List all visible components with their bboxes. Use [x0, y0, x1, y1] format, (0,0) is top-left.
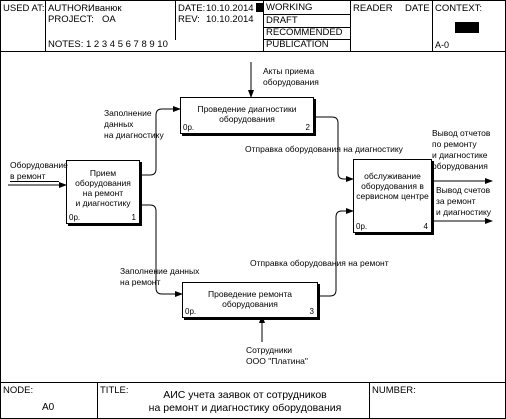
reader-label: READER — [353, 3, 393, 14]
label-fill-diag-2: данных — [104, 119, 134, 129]
label-staff-1: Сотрудники — [246, 345, 293, 355]
title-line2: на ремонт и диагностику оборудования — [148, 402, 342, 414]
activity-box-1[interactable]: Прием оборудования на ремонт и диагности… — [66, 160, 140, 224]
box1-line4: и диагностику — [75, 198, 131, 208]
date-value: 10.10.2014 — [206, 3, 254, 14]
label-out2-1: Вывод счетов — [436, 185, 491, 195]
arrow-send-diag — [312, 116, 354, 182]
label-send-repair: Отправка оборудования на ремонт — [250, 258, 389, 268]
status-publication: PUBLICATION — [266, 39, 329, 50]
box4-number: 4 — [423, 222, 428, 231]
author-label: AUTHOR: — [48, 3, 91, 14]
activity-box-4[interactable]: обслуживание оборудования в сервисном це… — [353, 159, 432, 233]
box1-number: 1 — [131, 213, 136, 222]
status-recommended: RECOMMENDED — [266, 27, 343, 38]
activity-box-2[interactable]: Проведение диагностики оборудования 0р. … — [180, 97, 314, 134]
box4-line1: обслуживание — [364, 171, 421, 181]
node-value: A0 — [42, 402, 55, 413]
label-out1-3: и диагностике — [432, 150, 488, 160]
title-label: TITLE: — [100, 385, 129, 396]
label-staff-2: ООО "Платина" — [246, 356, 308, 366]
label-out2-3: и диагностику — [436, 207, 492, 217]
context-label: CONTEXT: — [435, 3, 482, 14]
working-marker — [256, 3, 264, 12]
arrow-fill-diag — [138, 106, 181, 176]
number-label: NUMBER: — [372, 385, 416, 396]
box3-cost: 0р. — [185, 307, 197, 316]
box1-line2: оборудования — [75, 178, 131, 188]
label-input-underline — [10, 181, 59, 182]
label-out2-2: за ремонт — [436, 196, 476, 206]
label-input-1: Оборудование — [10, 160, 68, 170]
activity-box-3[interactable]: Проведение ремонта оборудования 0р. 3 — [182, 282, 318, 318]
box2-line1: Проведение диагностики — [197, 104, 297, 114]
label-acts-1: Акты приема — [263, 66, 315, 76]
arrow-send-repair — [316, 208, 354, 297]
used-at-label: USED AT: — [3, 3, 45, 14]
title-line1: АИС учета заявок от сотрудников — [163, 389, 327, 401]
box3-line2: оборудования — [222, 299, 278, 309]
status-working: WORKING — [266, 2, 313, 13]
label-fill-diag-3: на диагностику — [104, 130, 164, 140]
rev-value: 10.10.2014 — [206, 14, 254, 25]
project-label: PROJECT: — [48, 14, 94, 25]
box1-line3: на ремонт — [82, 188, 124, 198]
box2-line2: оборудования — [219, 114, 275, 124]
status-draft: DRAFT — [266, 15, 298, 26]
label-out1-2: по ремонту — [432, 139, 477, 149]
box4-line3: сервисном центре — [356, 191, 429, 201]
box1-line1: Прием — [89, 168, 117, 178]
box4-line2: оборудования в — [361, 181, 424, 191]
label-input-2: в ремонт — [10, 171, 46, 181]
box3-line1: Проведение ремонта — [208, 289, 292, 299]
box3-number: 3 — [309, 307, 314, 316]
notes-label: NOTES: 1 2 3 4 5 6 7 8 9 10 — [48, 39, 168, 50]
rev-label: REV: — [178, 14, 200, 25]
author-value: Иванюк — [88, 3, 122, 14]
box2-number: 2 — [305, 123, 310, 132]
node-label: NODE: — [3, 385, 34, 396]
date-label: DATE: — [178, 3, 206, 14]
project-value: OA — [102, 14, 116, 25]
arrow-fill-data — [138, 204, 183, 297]
context-box — [455, 22, 479, 33]
label-acts-2: оборудования — [263, 77, 319, 87]
label-fill-data-2: на ремонт — [120, 277, 161, 287]
label-fill-data-1: Заполнение данных — [120, 266, 200, 276]
label-out1-1: Вывод отчетов — [432, 128, 491, 138]
box4-cost: 0р. — [356, 222, 368, 231]
label-send-diag: Отправка оборудования на диагностику — [245, 144, 403, 154]
label-out1-4: оборудования — [432, 161, 488, 171]
label-fill-diag-1: Заполнение — [104, 108, 152, 118]
box1-cost: 0р. — [69, 213, 81, 222]
context-node: A-0 — [435, 40, 450, 50]
box2-cost: 0р. — [183, 123, 195, 132]
reader-date-label: DATE — [405, 3, 430, 14]
